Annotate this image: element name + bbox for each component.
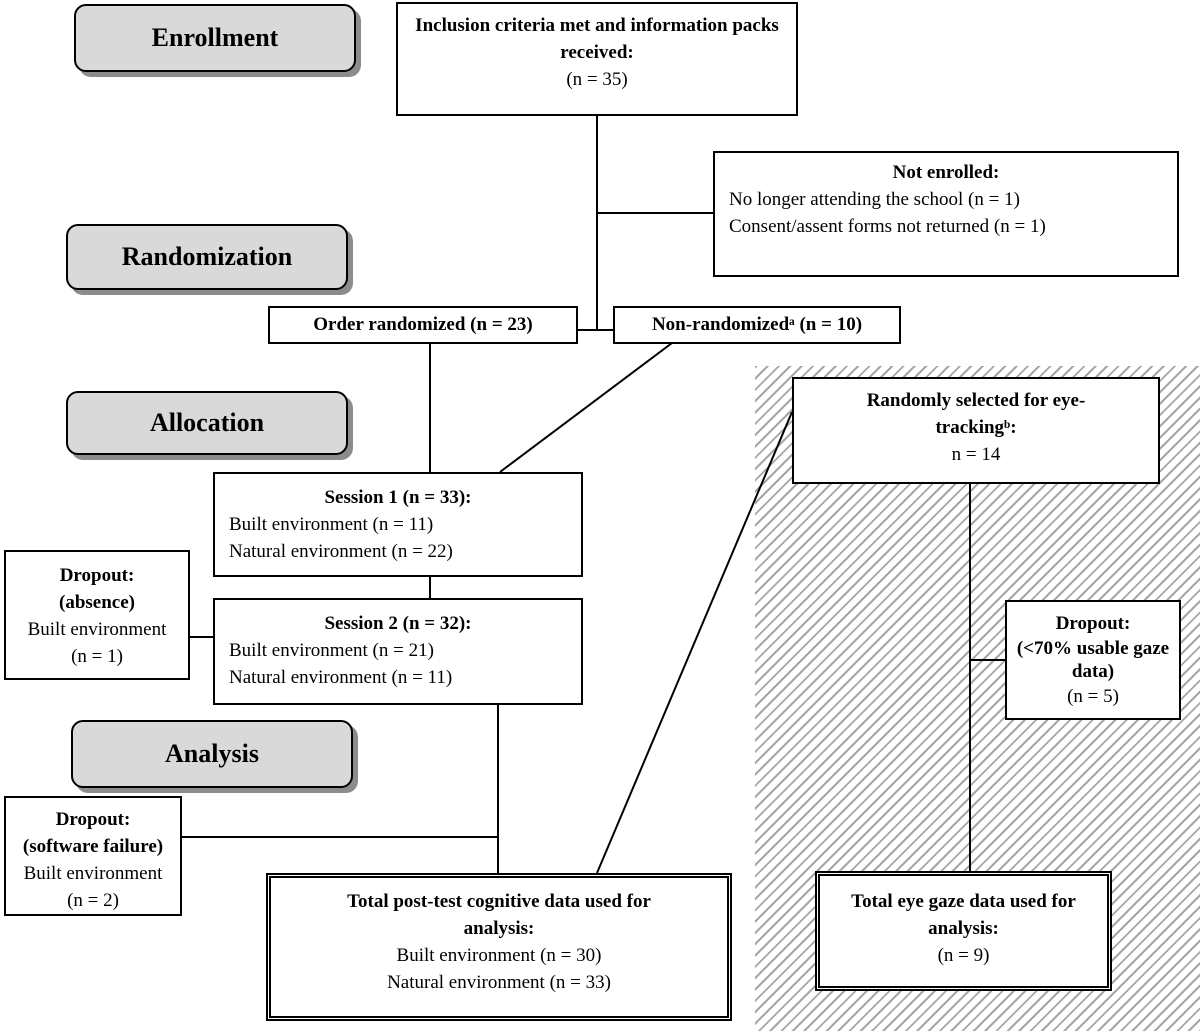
total-cognitive-title: Total post-test cognitive data used for … [347,891,651,939]
dropout-absence-title: Dropout: [59,565,135,586]
not-enrolled-title: Not enrolled: [892,162,1000,183]
total-cognitive-built: Built environment (n = 30) [396,945,602,966]
dropout-software-title: Dropout: [55,809,131,830]
total-cognitive-natural: Natural environment (n = 33) [387,972,611,993]
not-enrolled-box: Not enrolled: No longer attending the sc… [713,151,1179,277]
session1-title: Session 1 (n = 33): [324,487,472,508]
stage-enrollment-label: Enrollment [151,23,279,52]
dropout-absence-box: Dropout: (absence) Built environment (n … [4,550,190,680]
session1-natural: Natural environment (n = 22) [229,541,453,562]
dropout-software-box: Dropout: (software failure) Built enviro… [4,796,182,916]
dropout-absence-env: Built environment [27,619,167,640]
stage-allocation: Allocation [66,391,348,455]
order-randomized-box: Order randomized (n = 23) [268,306,578,344]
session2-built: Built environment (n = 21) [229,640,434,661]
stage-randomization: Randomization [66,224,348,290]
dropout-absence-reason: (absence) [59,592,135,613]
dropout-gaze-count: (n = 5) [1067,686,1119,707]
dropout-gaze-reason: (<70% usable gaze data) [1016,638,1170,682]
inclusion-count: (n = 35) [566,69,628,90]
total-gaze-title: Total eye gaze data used for analysis: [851,891,1076,939]
order-randomized-label: Order randomized (n = 23) [313,314,533,335]
session1-built: Built environment (n = 11) [229,514,434,535]
inclusion-title: Inclusion criteria met and information p… [415,15,779,63]
session2-natural: Natural environment (n = 11) [229,667,453,688]
dropout-software-env: Built environment [23,863,163,884]
connector-eyetracking-diagonal [596,411,793,874]
stage-randomization-label: Randomization [121,242,293,271]
stage-enrollment: Enrollment [74,4,356,72]
stage-analysis: Analysis [71,720,353,788]
total-cognitive-box: Total post-test cognitive data used for … [266,873,732,1021]
total-gaze-box: Total eye gaze data used for analysis: (… [815,871,1112,991]
eye-tracking-title: Randomly selected for eye-trackingᵇ: [866,390,1086,438]
stage-allocation-label: Allocation [149,408,265,437]
eye-tracking-box: Randomly selected for eye-trackingᵇ: n =… [792,377,1160,484]
stage-analysis-label: Analysis [165,739,259,768]
dropout-absence-count: (n = 1) [71,646,123,667]
non-randomized-box: Non-randomizedᵃ (n = 10) [613,306,901,344]
eye-tracking-count: n = 14 [951,444,1001,465]
not-enrolled-item: Consent/assent forms not returned (n = 1… [729,216,1046,237]
connector-nonrand-to-session1 [499,342,673,473]
dropout-gaze-title: Dropout: [1055,613,1131,634]
non-randomized-label: Non-randomizedᵃ (n = 10) [651,314,863,335]
inclusion-box: Inclusion criteria met and information p… [396,2,798,116]
not-enrolled-item: No longer attending the school (n = 1) [729,189,1020,210]
total-gaze-count: (n = 9) [937,945,990,966]
dropout-software-reason: (software failure) [22,836,164,857]
dropout-software-count: (n = 2) [67,890,119,911]
session1-box: Session 1 (n = 33): Built environment (n… [213,472,583,577]
session2-box: Session 2 (n = 32): Built environment (n… [213,598,583,705]
dropout-gaze-box: Dropout: (<70% usable gaze data) (n = 5) [1005,600,1181,720]
session2-title: Session 2 (n = 32): [324,613,472,634]
